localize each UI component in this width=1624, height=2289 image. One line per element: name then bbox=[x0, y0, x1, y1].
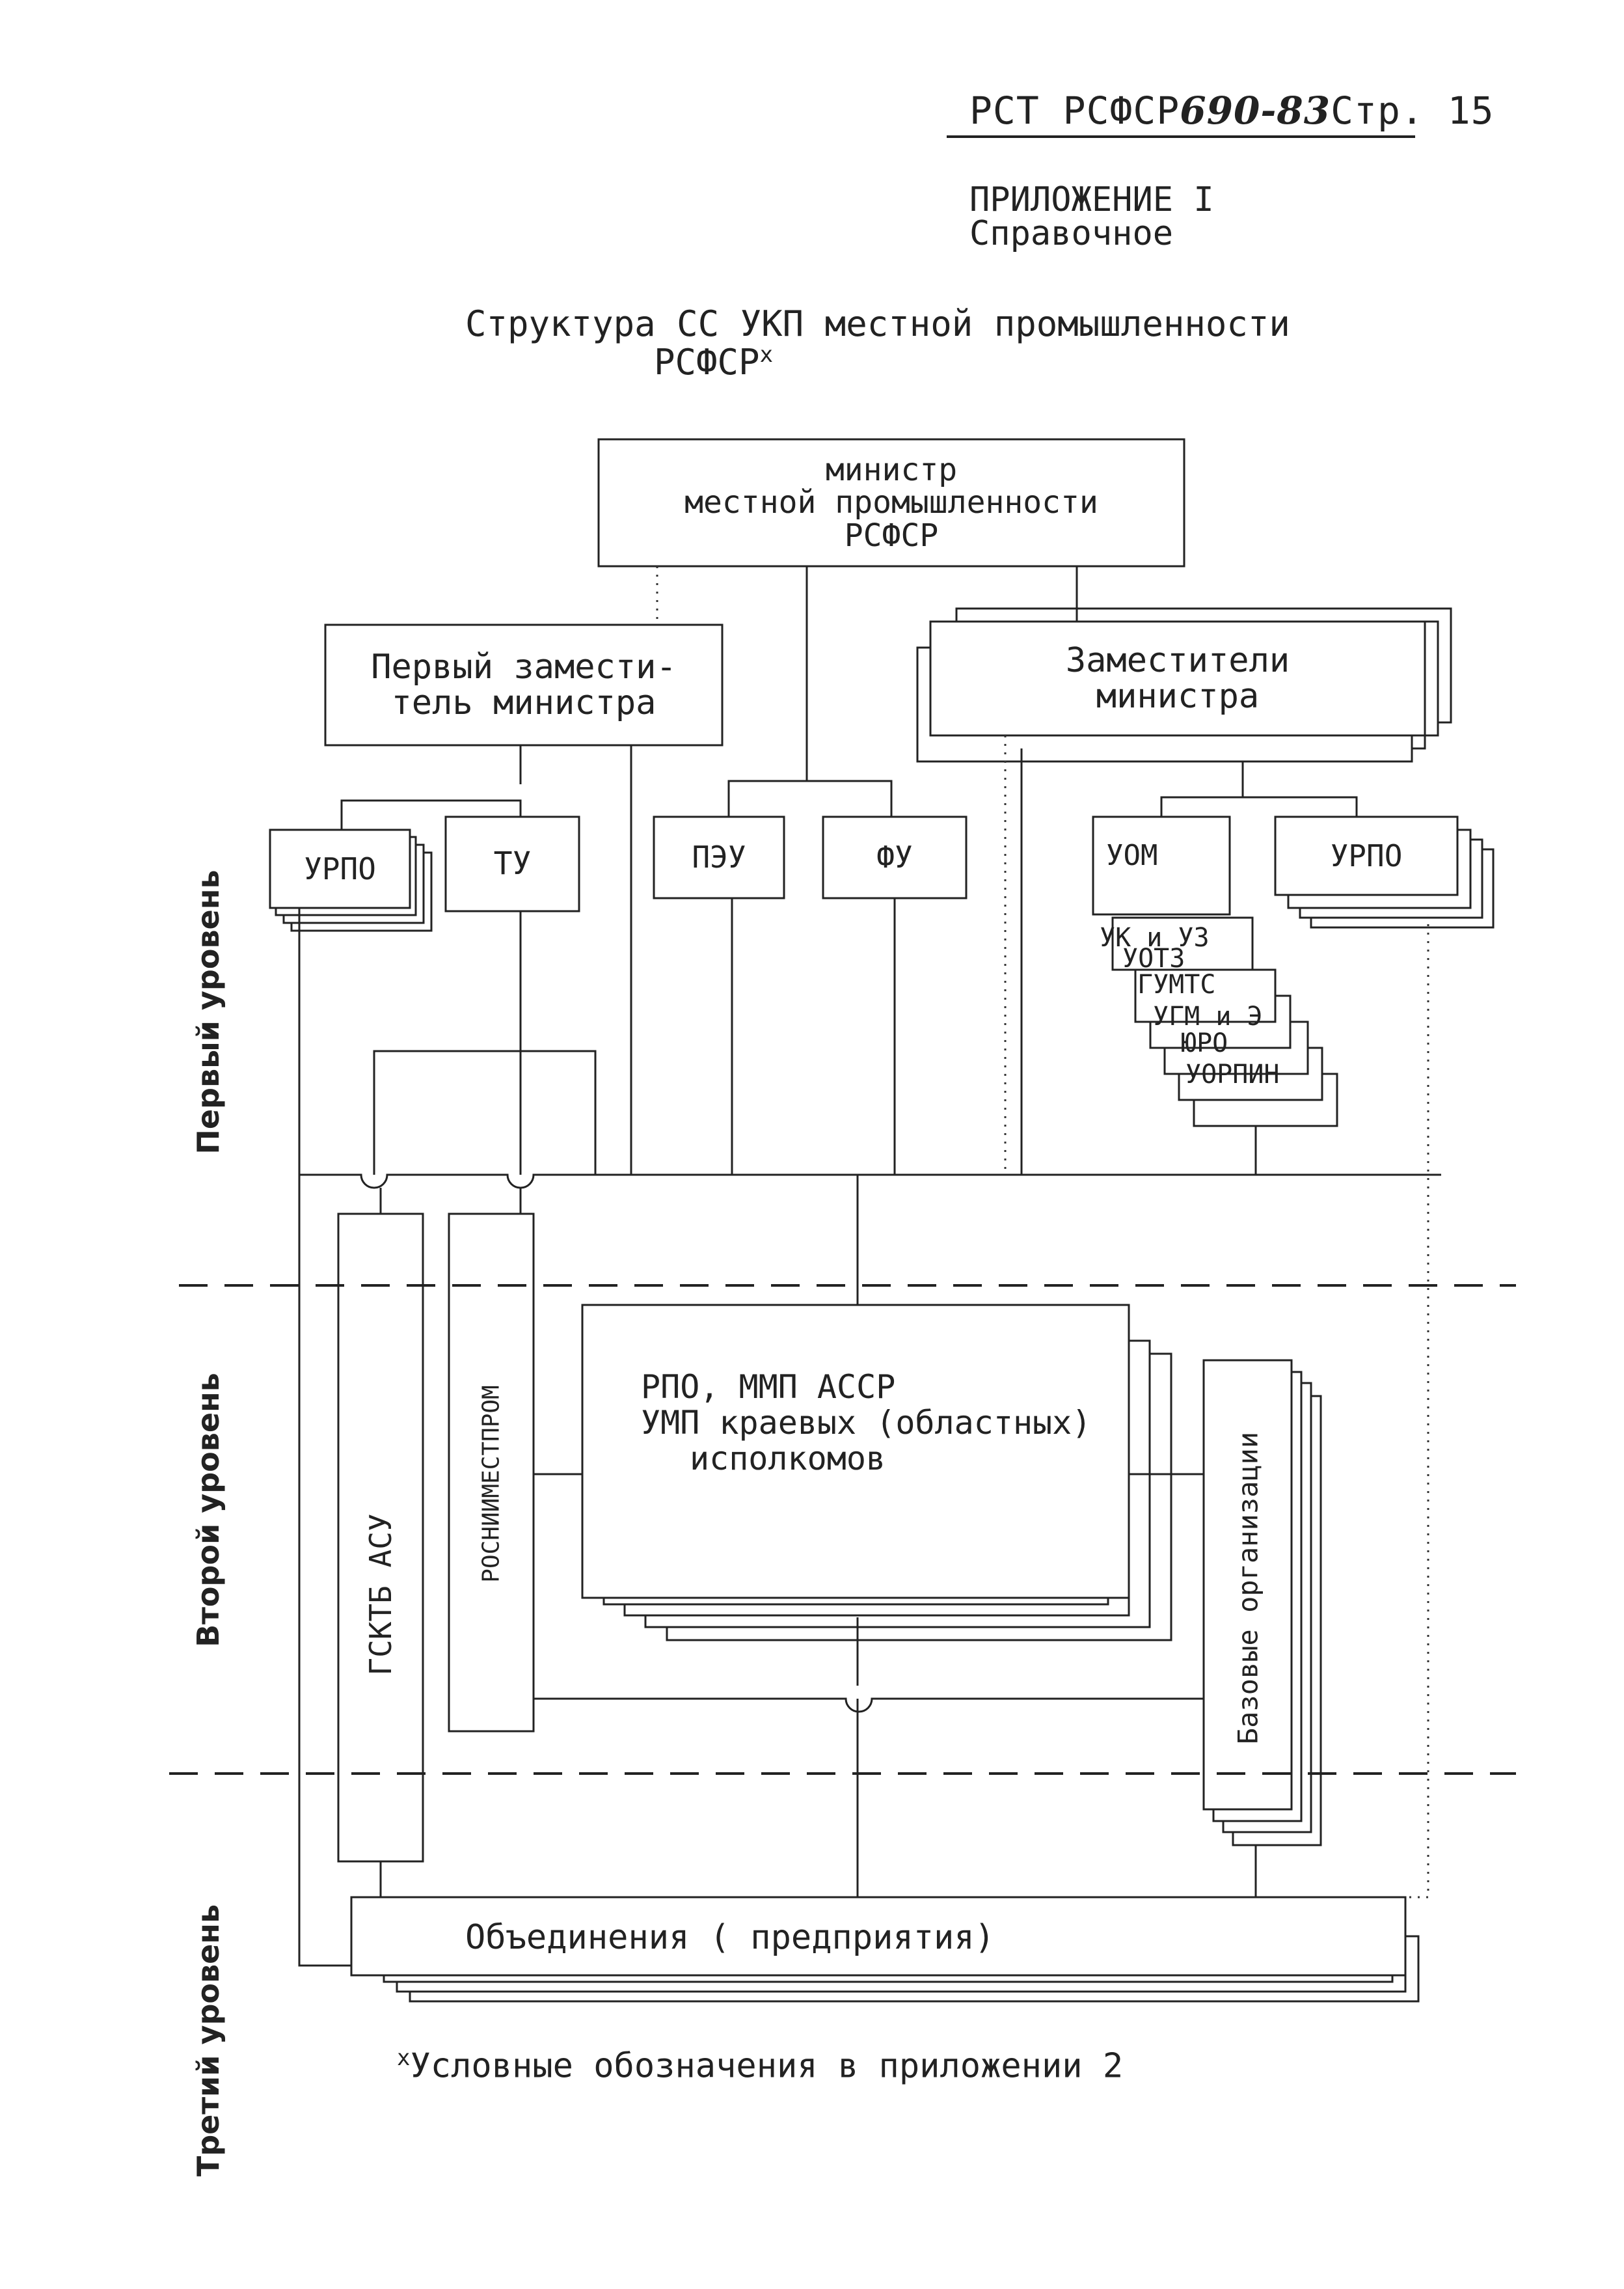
ugm-e-label: УГМ и Э bbox=[1153, 1002, 1263, 1032]
peu-label: ПЭУ bbox=[692, 840, 746, 875]
level-third-label: Третий уровень bbox=[191, 1904, 226, 2177]
rpo-box bbox=[581, 1304, 1130, 1599]
fu-label: ФУ bbox=[876, 840, 913, 875]
level-second-label: Второй уровень bbox=[191, 1373, 226, 1647]
tu-label: ТУ bbox=[493, 845, 532, 883]
appendix-kind: Справочное bbox=[969, 214, 1174, 253]
urpo-right-box bbox=[1274, 816, 1459, 896]
gskt-asu-label: ГСКТБ АСУ bbox=[363, 1513, 398, 1676]
rpo-label-line3: исполкомов bbox=[690, 1440, 886, 1477]
standard-number: 690-83 bbox=[1180, 89, 1331, 133]
tu-box bbox=[444, 816, 580, 912]
first-deputy-box bbox=[324, 624, 724, 747]
uotz-label: УОТЗ bbox=[1122, 944, 1185, 974]
rpo-label-line1: РПО, ММП АССР bbox=[641, 1368, 896, 1406]
urpo-right-label: УРПО bbox=[1330, 838, 1403, 873]
appendix-label: ПРИЛОЖЕНИЕ I bbox=[969, 180, 1214, 219]
header-rule bbox=[947, 135, 1415, 138]
standard-code: РСТ РСФСР bbox=[969, 89, 1180, 133]
uorpin-label: УОРПИН bbox=[1185, 1060, 1280, 1090]
gumts-label: ГУМТС bbox=[1137, 970, 1216, 1000]
page-number: Стр. 15 bbox=[1331, 89, 1495, 133]
diagram-title-line2: РСФСРx bbox=[654, 342, 774, 383]
enterprises-label: Объединения ( предприятия) bbox=[465, 1918, 995, 1957]
title-footnote-marker: x bbox=[759, 342, 774, 368]
uom-label: УОМ bbox=[1106, 839, 1158, 872]
rpo-label-line2: УМП краевых (областных) bbox=[641, 1404, 1092, 1442]
diagram-title: Структура СС УКП местной промышленности bbox=[465, 303, 1290, 344]
page-header: РСТ РСФСР690-83Стр. 15 bbox=[969, 91, 1495, 131]
footnote: xУсловные обозначения в приложении 2 bbox=[397, 2045, 1124, 2086]
rosniimestprom-label: РОСНИИМЕСТПРОМ bbox=[478, 1385, 505, 1583]
footnote-text: Условные обозначения в приложении 2 bbox=[410, 2046, 1124, 2086]
peu-box bbox=[653, 816, 785, 899]
minister-box bbox=[597, 438, 1185, 568]
level-first-label: Первый уровень bbox=[191, 870, 226, 1155]
uk-uz-label: УК и УЗ bbox=[1100, 923, 1210, 953]
base-orgs-label: Базовые организации bbox=[1232, 1431, 1264, 1745]
rosniimestprom-box bbox=[448, 1213, 535, 1733]
yuro-label: ЮРО bbox=[1181, 1028, 1228, 1058]
urpo-left-box bbox=[269, 829, 411, 909]
footnote-marker: x bbox=[397, 2045, 411, 2071]
urpo-left-label: УРПО bbox=[304, 851, 376, 886]
base-orgs-box bbox=[1202, 1359, 1293, 1811]
first-deputy-label: Первый замести-тель министра bbox=[371, 647, 677, 722]
enterprises-box bbox=[350, 1896, 1407, 1977]
deputies-box bbox=[929, 620, 1426, 737]
uom-cascade bbox=[1092, 816, 1338, 1127]
